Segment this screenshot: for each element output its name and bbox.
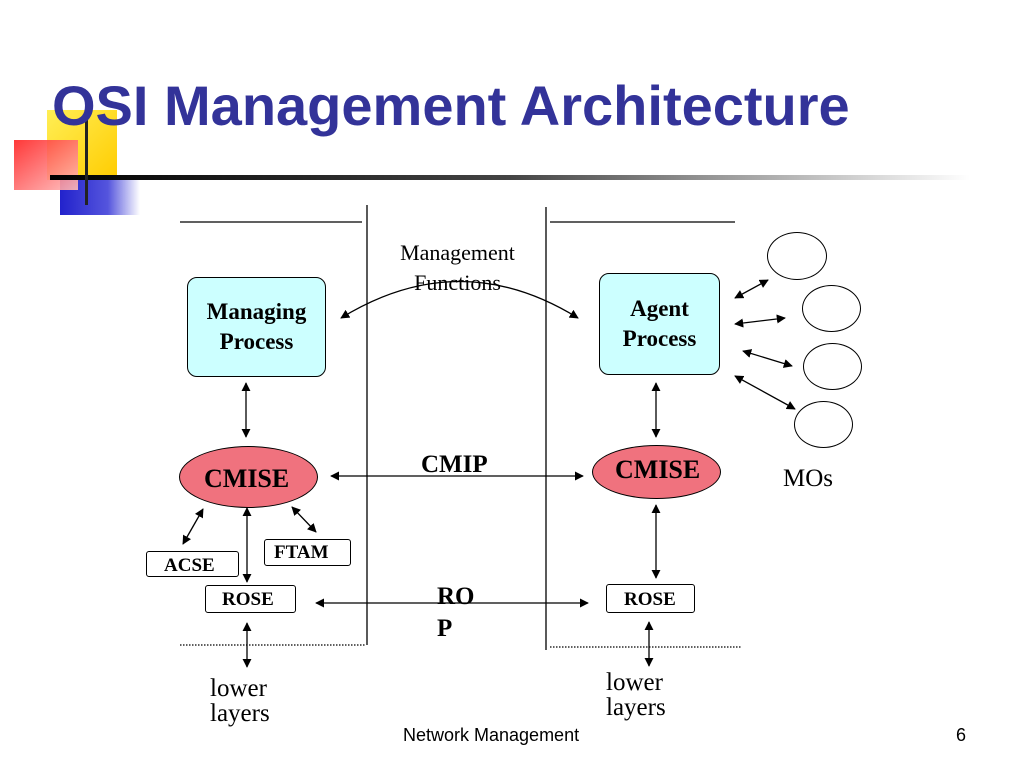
left-lower-layers-label: lower layers [210, 675, 270, 727]
page-number: 6 [956, 725, 967, 745]
agent-process-label: Agent Process [622, 296, 697, 351]
left-cmise-label: CMISE [204, 464, 290, 493]
acse-label: ACSE [164, 555, 215, 576]
managing-process-box: Managing Process [187, 277, 326, 377]
red-square [14, 140, 78, 190]
right-rose-label: ROSE [624, 589, 676, 610]
management-functions-label: Management Functions [400, 240, 515, 295]
mo-circle-1 [767, 232, 827, 280]
acse-box [146, 551, 239, 577]
right-cmise-ellipse [592, 445, 721, 499]
mo-circle-3 [803, 343, 862, 390]
footer-text: Network Management [403, 725, 580, 745]
right-rose-box [606, 584, 695, 613]
left-cmise-ellipse [179, 446, 318, 508]
rop-label: ROP [437, 583, 475, 642]
mo-arrow-2 [734, 314, 786, 328]
mo-circle-2 [802, 285, 861, 332]
mos-label: MOs [783, 465, 834, 492]
cmise-to-ftam-arrow [291, 506, 317, 533]
mo-arrow-4 [734, 375, 796, 410]
right-lower-layers-label: lower layers [606, 669, 666, 721]
slide-title: OSI Management Architecture [52, 74, 850, 137]
cmise-to-acse-arrow [182, 508, 204, 545]
left-rose-label: ROSE [222, 589, 274, 610]
vertical-tick [85, 100, 88, 205]
mo-circle-4 [794, 401, 853, 448]
left-rose-box [205, 585, 296, 613]
agent-process-box: Agent Process [599, 273, 720, 375]
title-underline [50, 175, 970, 180]
mo-arrow-3 [742, 349, 793, 368]
ftam-label: FTAM [274, 542, 329, 563]
cmip-label: CMIP [421, 451, 488, 478]
management-functions-arrow [340, 280, 579, 319]
right-cmise-label: CMISE [615, 455, 701, 484]
managing-process-label: Managing Process [206, 299, 307, 354]
ftam-box [264, 539, 351, 566]
mo-arrow-1 [734, 279, 769, 299]
title-decoration [14, 100, 970, 215]
